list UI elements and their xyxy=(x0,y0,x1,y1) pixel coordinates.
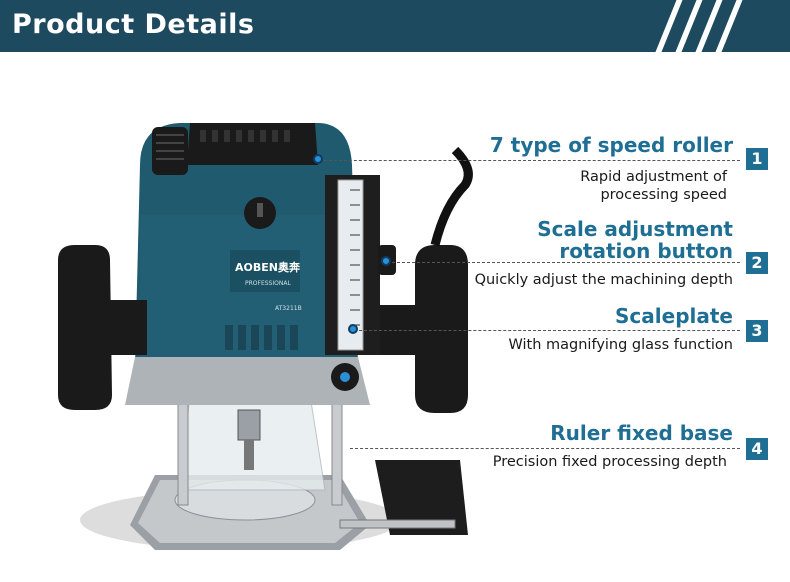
feature-title: Scaleplate xyxy=(615,304,733,328)
feature-description: With magnifying glass function xyxy=(508,337,734,353)
feature-number-badge: 1 xyxy=(746,148,768,170)
feature-description: Precision fixed processing depth xyxy=(492,454,727,470)
router-tool-image: AOBEN奥奔 PROFESSIONAL AT3211B xyxy=(58,123,473,550)
feature-description: Quickly adjust the machining depth xyxy=(474,272,733,288)
feature-scale-adjustment: Scale adjustment rotation button Quickly… xyxy=(450,218,733,293)
callout-marker-3 xyxy=(348,324,358,334)
model-number: AT3211B xyxy=(275,305,302,312)
feature-scaleplate: Scaleplate With magnifying glass functio… xyxy=(450,304,734,356)
callout-line-1 xyxy=(324,160,740,161)
brand-subtitle: PROFESSIONAL xyxy=(245,280,291,287)
feature-speed-roller: 7 type of speed roller Rapid adjustment … xyxy=(450,135,733,205)
feature-title: Ruler fixed base xyxy=(550,421,733,445)
feature-description: Rapid adjustment of processing speed xyxy=(580,169,727,203)
feature-number-badge: 4 xyxy=(746,438,768,460)
feature-title: 7 type of speed roller xyxy=(489,133,733,157)
callout-line-2 xyxy=(392,262,740,263)
callout-marker-1 xyxy=(313,154,323,164)
feature-number-badge: 3 xyxy=(746,320,768,342)
feature-number-badge: 2 xyxy=(746,252,768,274)
callout-line-3 xyxy=(359,330,740,331)
page-title: Product Details xyxy=(12,9,255,40)
callout-marker-2 xyxy=(381,256,391,266)
feature-title: Scale adjustment rotation button xyxy=(537,217,733,263)
header-banner: Product Details xyxy=(0,0,790,56)
callout-line-4 xyxy=(350,448,740,449)
decorative-stripes xyxy=(653,0,745,56)
brand-logo: AOBEN奥奔 xyxy=(235,260,301,274)
feature-ruler-base: Ruler fixed base Precision fixed process… xyxy=(450,423,733,473)
